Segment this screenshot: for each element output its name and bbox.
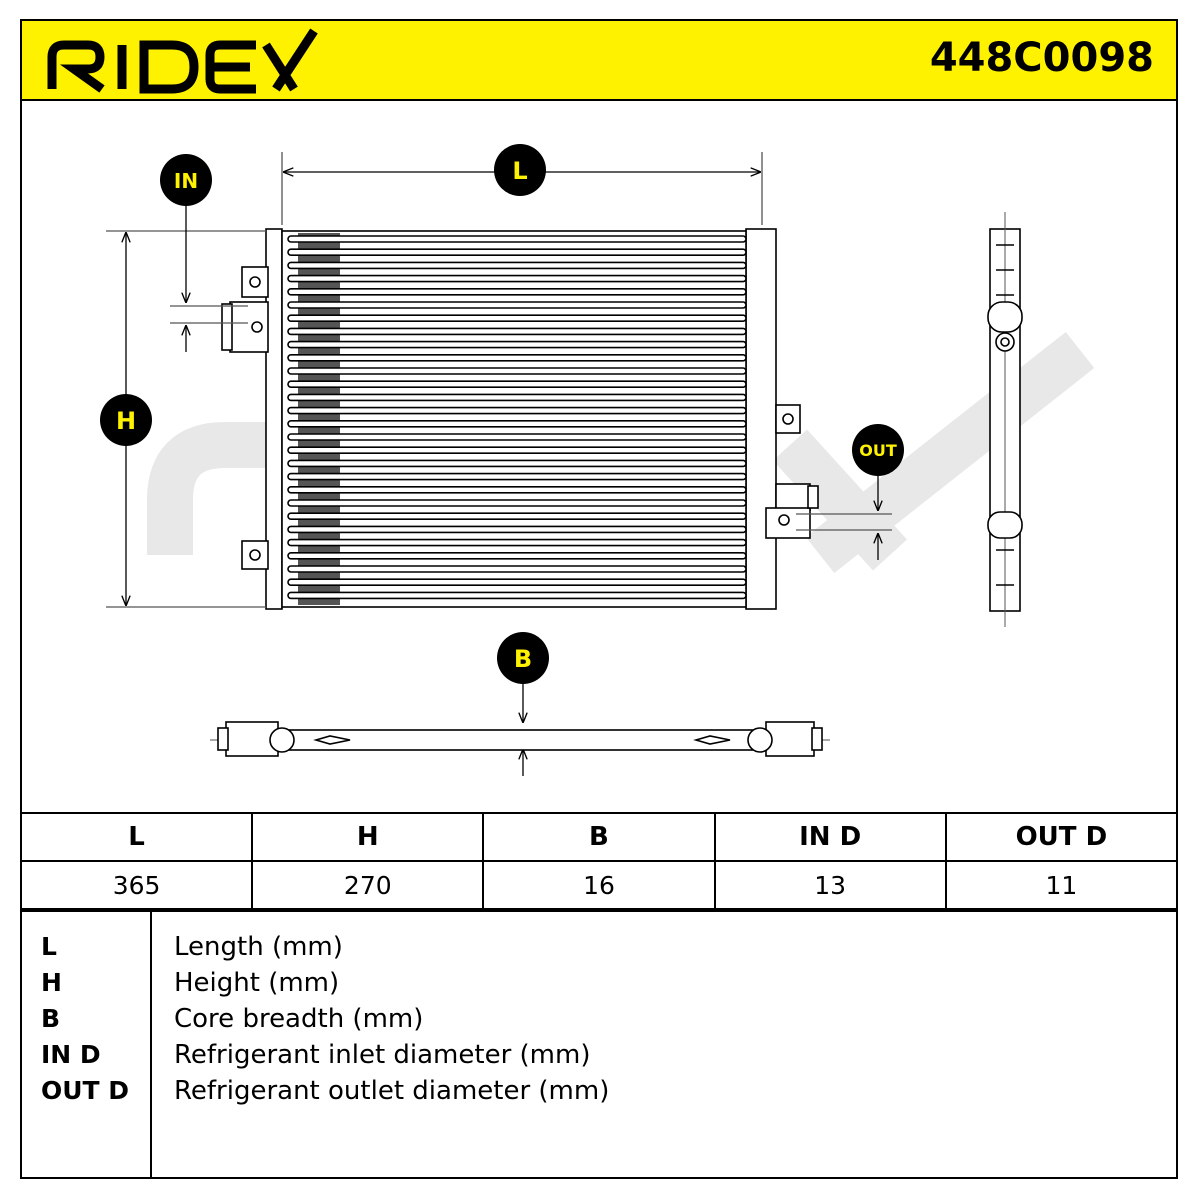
condenser-tube [287, 591, 747, 600]
ridex-logo [47, 28, 318, 94]
legend-description: Height (mm) [174, 968, 340, 998]
legend-row: L Length (mm) [22, 932, 1176, 968]
legend-key: IN D [41, 1040, 101, 1069]
condenser-tube [287, 301, 747, 309]
condenser-tube [287, 288, 747, 296]
legend-key: B [41, 1004, 61, 1033]
legend-divider [150, 912, 152, 1177]
badge-b: B [497, 632, 549, 684]
condenser-tube [287, 472, 747, 481]
top-view [210, 721, 830, 757]
spec-value-cell: 365 [19, 860, 254, 910]
condenser-tube [287, 261, 747, 270]
badge-h: H [100, 394, 152, 446]
condenser-tube [287, 551, 747, 560]
condenser-tube [287, 459, 747, 468]
condenser-tube [287, 538, 747, 547]
legend-key: H [41, 968, 62, 997]
badge-l: L [494, 144, 546, 196]
header-bar: 448C0098 [20, 19, 1178, 101]
part-number: 448C0098 [929, 35, 1154, 81]
condenser-tube [287, 380, 747, 389]
legend-description: Core breadth (mm) [174, 1004, 424, 1034]
condenser-tube [287, 393, 747, 402]
legend-description: Refrigerant outlet diameter (mm) [174, 1076, 610, 1106]
badge-out: OUT [852, 424, 904, 476]
condenser-tube [287, 354, 747, 362]
spec-header-cell: B [482, 812, 716, 862]
condenser-tube [287, 565, 747, 573]
spec-value-cell: 270 [251, 860, 485, 910]
condenser-tube [287, 248, 747, 256]
svg-text:B: B [514, 645, 532, 673]
spec-header-cell: IN D [713, 812, 947, 862]
spec-header-cell: OUT D [944, 812, 1179, 862]
badge-in: IN [160, 154, 212, 206]
condenser-tube [287, 446, 747, 455]
condenser-tube [287, 578, 747, 587]
legend-panel: L Length (mm) H Height (mm) B Core bread… [20, 910, 1178, 1179]
svg-text:OUT: OUT [859, 441, 897, 460]
spec-header-cell: H [251, 812, 485, 862]
condenser-tube [287, 419, 747, 428]
condenser-tube [287, 340, 747, 349]
front-view [221, 228, 819, 610]
spec-header-row: L H B IN D OUT D [19, 812, 1179, 862]
spec-table: L H B IN D OUT D 365 270 16 13 11 [19, 812, 1179, 910]
condenser-diagram: L IN H OUT B [100, 144, 1095, 776]
condenser-tube [287, 433, 747, 441]
condenser-tube [287, 274, 747, 283]
svg-text:H: H [116, 407, 136, 435]
legend-description: Length (mm) [174, 932, 343, 962]
condenser-tube [287, 235, 747, 243]
condenser-tube [287, 512, 747, 521]
legend-row: H Height (mm) [22, 968, 1176, 1004]
condenser-tube [287, 485, 747, 494]
condenser-tube [287, 327, 747, 336]
svg-text:IN: IN [174, 169, 198, 193]
legend-row: OUT D Refrigerant outlet diameter (mm) [22, 1076, 1176, 1112]
svg-text:L: L [512, 157, 527, 185]
side-view [987, 212, 1023, 627]
spec-value-cell: 16 [482, 860, 716, 910]
spec-header-cell: L [19, 812, 254, 862]
legend-key: OUT D [41, 1076, 130, 1105]
legend-row: B Core breadth (mm) [22, 1004, 1176, 1040]
condenser-tube [287, 499, 747, 507]
legend-description: Refrigerant inlet diameter (mm) [174, 1040, 591, 1070]
spec-value-cell: 13 [713, 860, 947, 910]
condenser-tube [287, 314, 747, 322]
spec-value-cell: 11 [944, 860, 1179, 910]
legend-row: IN D Refrigerant inlet diameter (mm) [22, 1040, 1176, 1076]
legend-key: L [41, 932, 57, 961]
condenser-tube [287, 367, 747, 375]
spec-value-row: 365 270 16 13 11 [19, 860, 1179, 910]
condenser-tube [287, 525, 747, 534]
condenser-tube [287, 406, 747, 415]
